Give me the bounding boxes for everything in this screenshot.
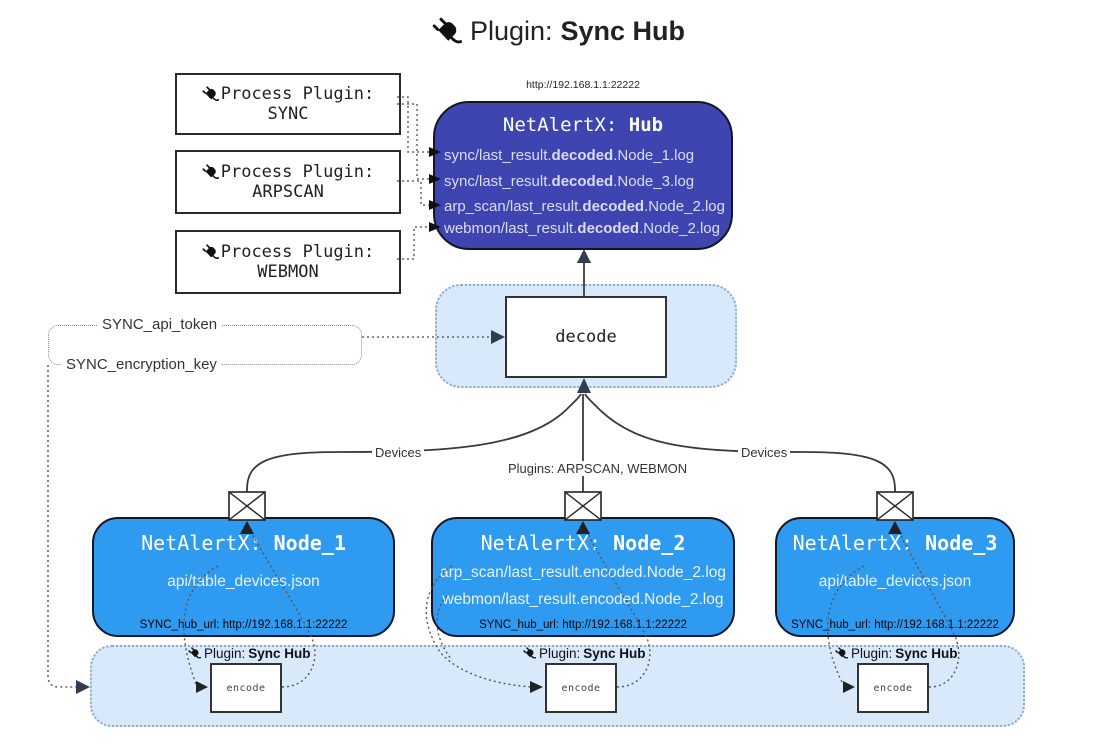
sync-encryption-key-label: SYNC_encryption_key bbox=[62, 356, 221, 373]
node-hub-url: SYNC_hub_url: http://192.168.1.1:22222 bbox=[791, 619, 999, 631]
encode-box: encode bbox=[545, 663, 617, 713]
hub-log-line: sync/last_result.decoded.Node_3.log bbox=[444, 173, 695, 190]
edge-label-plugins: Plugins: ARPSCAN, WEBMON bbox=[505, 461, 691, 476]
hub-title: NetAlertX: Hub bbox=[502, 114, 664, 136]
node-hub-url: SYNC_hub_url: http://192.168.1.1:22222 bbox=[479, 619, 687, 631]
bar-plugin-label: Plugin: Sync Hub bbox=[188, 646, 311, 661]
process-plugin-label: Process Plugin: bbox=[220, 242, 375, 262]
hub-url: http://192.168.1.1:22222 bbox=[526, 79, 640, 91]
plug-icon bbox=[202, 243, 219, 259]
page-title: Plugin: Sync Hub bbox=[0, 16, 1117, 47]
process-plugin-webmon: Process Plugin: WEBMON bbox=[175, 230, 401, 294]
plug-icon bbox=[523, 647, 536, 659]
node-file: webmon/last_result.encoded.Node_2.log bbox=[442, 591, 724, 608]
process-plugin-name: WEBMON bbox=[257, 262, 319, 282]
envelope-icon bbox=[228, 491, 266, 521]
sync-api-token-label: SYNC_api_token bbox=[98, 316, 222, 333]
title-name: Sync Hub bbox=[560, 16, 686, 46]
process-plugin-arpscan: Process Plugin: ARPSCAN bbox=[175, 150, 401, 214]
hub-log-line: sync/last_result.decoded.Node_1.log bbox=[444, 147, 695, 164]
title-prefix: Plugin: bbox=[469, 16, 553, 46]
process-plugin-name: SYNC bbox=[267, 104, 309, 124]
node-1-box: NetAlertX: Node_1 api/table_devices.json… bbox=[92, 517, 395, 637]
encode-box: encode bbox=[857, 663, 929, 713]
hub-log-line: webmon/last_result.decoded.Node_2.log bbox=[444, 220, 720, 237]
node-file: api/table_devices.json bbox=[818, 573, 972, 590]
process-plugin-label: Process Plugin: bbox=[220, 162, 375, 182]
envelope-icon bbox=[564, 491, 602, 521]
decode-box: decode bbox=[505, 296, 667, 378]
node-file: api/table_devices.json bbox=[167, 573, 320, 590]
node-title: NetAlertX: Node_1 bbox=[141, 531, 346, 555]
node-hub-url: SYNC_hub_url: http://192.168.1.1:22222 bbox=[139, 619, 348, 631]
process-plugin-name: ARPSCAN bbox=[252, 182, 324, 202]
process-plugin-label: Process Plugin: bbox=[220, 84, 375, 104]
plug-icon bbox=[835, 647, 848, 659]
edge-label-devices-left: Devices bbox=[372, 445, 425, 460]
hub-log-line: arp_scan/last_result.decoded.Node_2.log bbox=[444, 198, 725, 215]
node-title: NetAlertX: Node_3 bbox=[792, 531, 998, 555]
edge-label-devices-right: Devices bbox=[738, 445, 791, 460]
bar-plugin-label: Plugin: Sync Hub bbox=[835, 646, 958, 661]
node-title: NetAlertX: Node_2 bbox=[480, 531, 686, 555]
node-file: arp_scan/last_result.encoded.Node_2.log bbox=[439, 564, 727, 581]
process-plugin-sync: Process Plugin: SYNC bbox=[175, 73, 401, 135]
plug-icon bbox=[188, 647, 201, 659]
plug-icon bbox=[202, 163, 219, 179]
encode-box: encode bbox=[210, 663, 282, 713]
plug-icon bbox=[432, 17, 462, 43]
decode-label: decode bbox=[555, 327, 617, 347]
node-2-box: NetAlertX: Node_2 arp_scan/last_result.e… bbox=[431, 517, 735, 637]
node-3-box: NetAlertX: Node_3 api/table_devices.json… bbox=[775, 517, 1015, 637]
envelope-icon bbox=[876, 491, 914, 521]
plug-icon bbox=[202, 85, 219, 101]
hub-box: NetAlertX: Hub sync/last_result.decoded.… bbox=[433, 101, 733, 250]
bar-plugin-label: Plugin: Sync Hub bbox=[523, 646, 646, 661]
